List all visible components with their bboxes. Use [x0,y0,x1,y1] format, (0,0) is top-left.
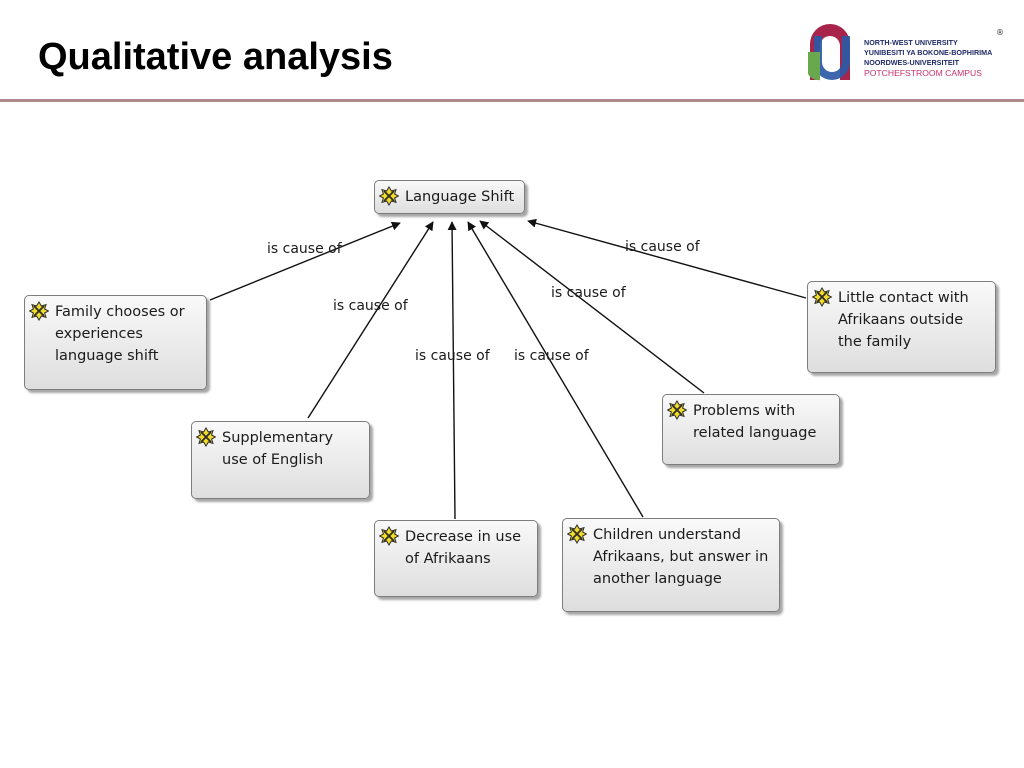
edge-little-contact [527,218,807,299]
node-little-contact[interactable]: Little contact with Afrikaans outside th… [807,281,996,373]
node-family-chooses[interactable]: Family chooses or experiences language s… [24,295,207,390]
node-label: Children understand Afrikaans, but answe… [593,527,769,587]
edge-children-understand [467,221,644,518]
node-label: Language Shift [405,189,515,205]
edge-label-family-chooses: is cause of [267,241,343,257]
node-supplementary-english[interactable]: Supplementary use of English [191,421,370,499]
university-logo: NORTH-WEST UNIVERSITY YUNIBESITI YA BOKO… [800,20,1010,86]
logo-line-3: NOORDWES-UNIVERSITEIT [864,58,960,67]
registered-mark: ® [996,28,1004,37]
node-label: Family chooses or experiences language s… [55,304,185,364]
code-icon [196,427,216,447]
title-divider [0,99,1024,102]
slide-title: Qualitative analysis [38,36,393,78]
code-icon [567,524,587,544]
node-children-understand[interactable]: Children understand Afrikaans, but answe… [562,518,780,612]
node-label: Problems with related language [693,403,817,441]
edge-label-little-contact: is cause of [625,239,701,255]
university-emblem-icon [808,24,850,81]
edge-label-decrease-afrikaans: is cause of [415,348,491,364]
edge-family-chooses [209,221,401,301]
node-decrease-afrikaans[interactable]: Decrease in use of Afrikaans [374,520,538,597]
code-icon [379,526,399,546]
edge-supplementary-english [307,221,434,419]
node-label: Supplementary use of English [222,430,334,468]
edge-label-children-understand: is cause of [514,348,590,364]
logo-line-1: NORTH-WEST UNIVERSITY [864,38,958,47]
logo-line-2: YUNIBESITI YA BOKONE-BOPHIRIMA [864,48,993,57]
code-icon [379,186,399,206]
code-icon [29,301,49,321]
logo-campus: POTCHEFSTROOM CAMPUS [864,68,982,78]
node-language-shift[interactable]: Language Shift [374,180,525,214]
edge-label-supplementary-english: is cause of [333,298,409,314]
edge-decrease-afrikaans [447,221,457,520]
edge-problems-related [479,220,705,394]
code-icon [667,400,687,420]
node-label: Decrease in use of Afrikaans [405,529,522,567]
node-problems-related[interactable]: Problems with related language [662,394,840,465]
edge-label-problems-related: is cause of [551,285,627,301]
code-icon [812,287,832,307]
node-label: Little contact with Afrikaans outside th… [838,290,969,350]
